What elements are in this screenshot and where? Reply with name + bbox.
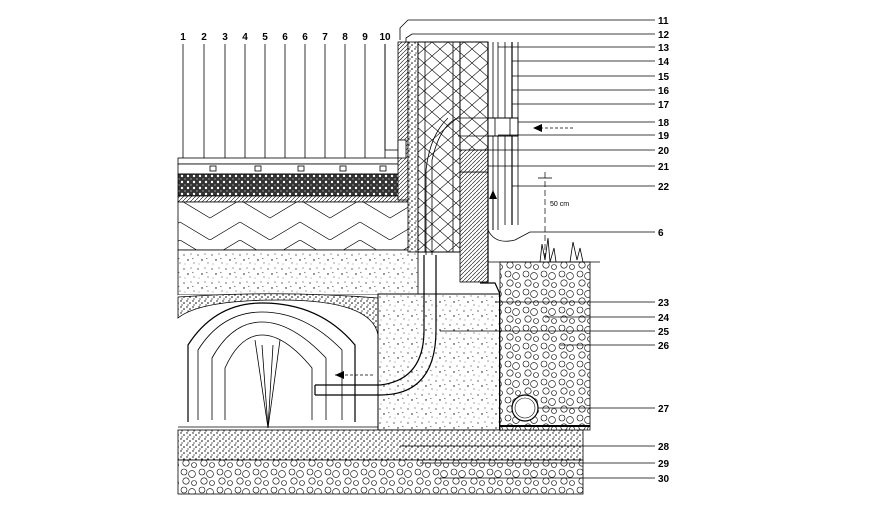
- label-1: 1: [180, 32, 186, 43]
- label-6b: 6: [302, 32, 308, 43]
- foundation-beam: [377, 293, 501, 431]
- label-18: 18: [658, 118, 670, 129]
- label-8: 8: [342, 32, 348, 43]
- airflow-arrow-up: [489, 190, 497, 230]
- label-13: 13: [658, 43, 670, 54]
- label-12: 12: [658, 30, 670, 41]
- label-20: 20: [658, 146, 670, 157]
- label-29: 29: [658, 459, 670, 470]
- label-19: 19: [658, 131, 670, 142]
- igloo-formwork: [177, 293, 379, 429]
- label-10: 10: [379, 32, 391, 43]
- label-9: 9: [362, 32, 368, 43]
- label-4: 4: [242, 32, 248, 43]
- ventilation-pipe: [315, 255, 425, 386]
- label-21: 21: [658, 162, 670, 173]
- floor-slab-concrete: [177, 249, 419, 296]
- label-11: 11: [658, 16, 669, 27]
- airflow-arrow-wall: [533, 124, 575, 132]
- label-23: 23: [658, 298, 670, 309]
- label-26: 26: [658, 341, 670, 352]
- floor-vertical-lines: [182, 44, 386, 160]
- wall-section: [397, 41, 519, 283]
- label-30: 30: [658, 474, 670, 485]
- label-16: 16: [658, 86, 670, 97]
- label-7: 7: [322, 32, 328, 43]
- leader-lines: [384, 19, 655, 479]
- label-17: 17: [658, 100, 670, 111]
- dimension-label: 50 cm: [550, 201, 569, 208]
- label-22: 22: [658, 182, 670, 193]
- gravel-bed: [177, 459, 584, 495]
- labels-right: 11 12 13 14 15 16 17 18 19 20 21 22 6 23…: [658, 16, 670, 485]
- label-24: 24: [658, 313, 670, 324]
- grass-icon: [539, 237, 584, 263]
- label-14: 14: [658, 57, 670, 68]
- label-28: 28: [658, 442, 670, 453]
- label-6a: 6: [282, 32, 288, 43]
- label-25: 25: [658, 327, 670, 338]
- label-3: 3: [222, 32, 228, 43]
- label-15: 15: [658, 72, 670, 83]
- dimension-50cm: 50 cm: [538, 172, 569, 262]
- label-2: 2: [201, 32, 207, 43]
- lean-concrete-layer: [177, 429, 584, 461]
- labels-top: 1 2 3 4 5 6 6 7 8 9 10: [180, 32, 391, 43]
- label-6c: 6: [658, 228, 664, 239]
- drain-pipe: [511, 394, 539, 422]
- floor-finish-layer: [177, 157, 419, 251]
- label-5: 5: [262, 32, 268, 43]
- label-27: 27: [658, 404, 670, 415]
- airflow-arrow-crawl: [335, 371, 375, 379]
